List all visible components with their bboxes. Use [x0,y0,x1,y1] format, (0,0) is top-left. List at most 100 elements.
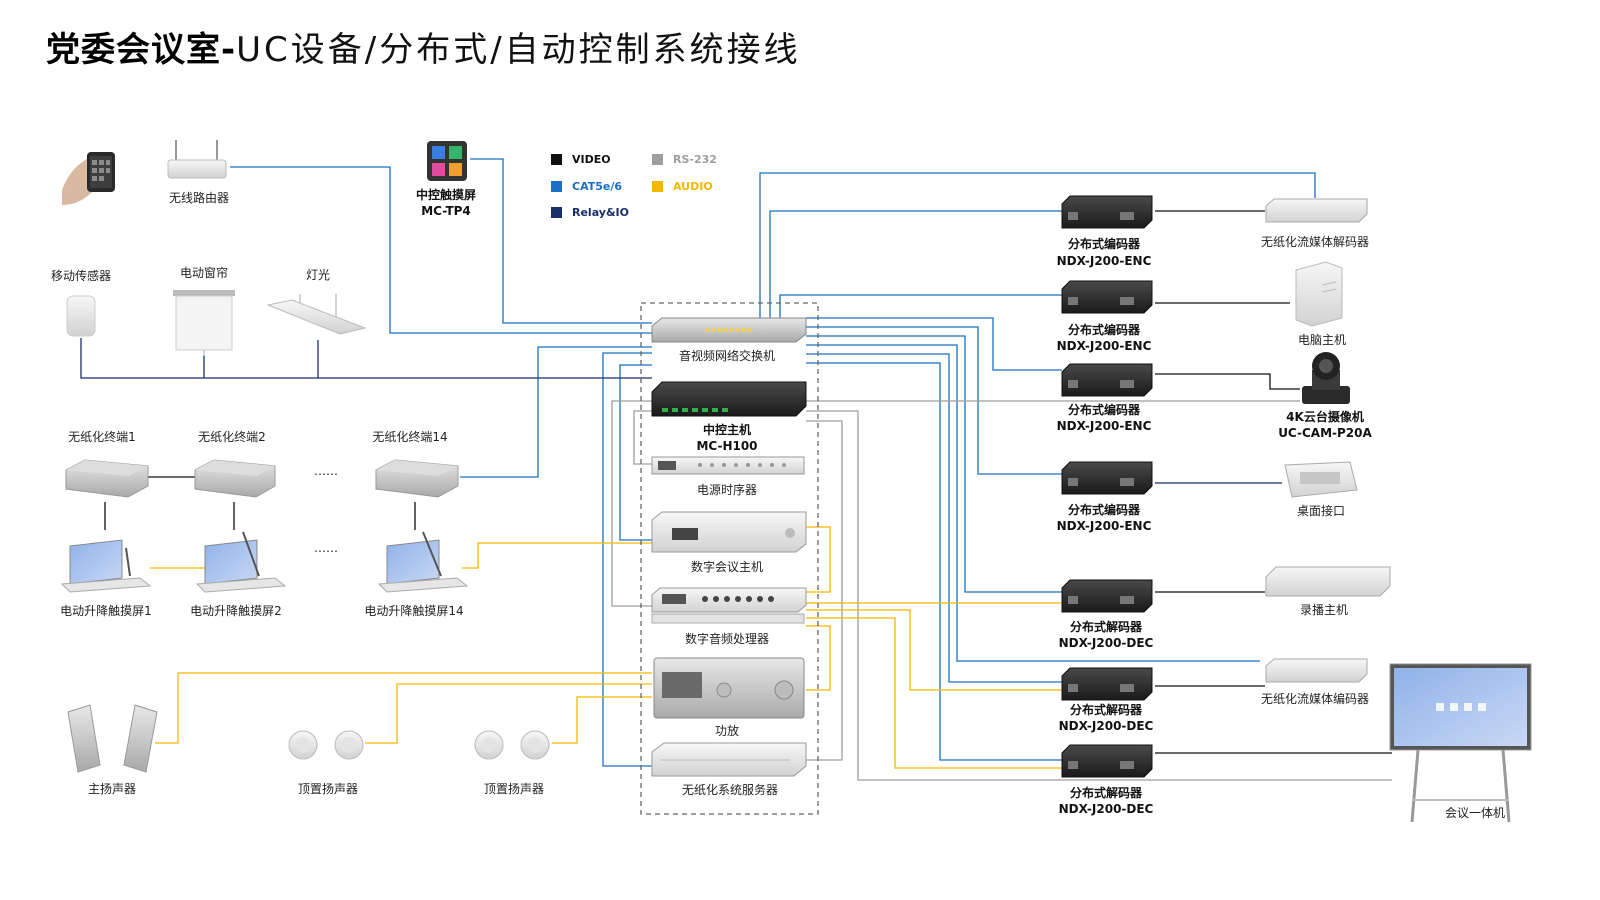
pc-label: 电脑主机 [1298,333,1346,347]
cable-ctrl-powerseq [633,410,652,465]
phone-icon [62,152,115,205]
cable-switch-dec2 [806,353,1062,683]
terminal2-label: 无纸化终端2 [198,429,266,444]
recorder-icon [1265,566,1391,597]
av-switch-label: 音视频网络交换机 [679,348,775,363]
cable-switch-dec3 [806,362,1062,761]
control-host-icon [651,381,807,417]
cable-dsp-dec3 [806,617,1062,769]
cable-switch-streamdec [759,172,1316,318]
cable-enc3-camera [1155,373,1300,390]
rack-frame [640,302,819,815]
encoder1-name: 分布式编码器 [1068,236,1141,251]
encoder3-icon [1061,363,1153,397]
desk-interface-icon [1284,461,1358,498]
conference-host-label: 数字会议主机 [691,559,763,574]
screen2-icon [195,531,287,593]
decoder3-name: 分布式解码器 [1070,785,1143,800]
cable-switch-enc3 [806,317,1062,371]
cable-terminals-switch [460,346,652,478]
cable-dsp-dec2 [806,609,1062,691]
cable-ctrl-server [806,420,843,761]
server-label: 无纸化系统服务器 [682,782,778,797]
cable-relay-sensors [80,338,652,379]
audio-cables [150,526,1062,769]
decoder2-icon [1061,667,1153,701]
screen14-icon [377,531,469,593]
encoder4-icon [1061,461,1153,495]
light-icon [266,294,367,335]
screen2-label: 电动升降触摸屏2 [190,604,282,618]
encoder2-name: 分布式编码器 [1068,322,1141,337]
amplifier-icon [653,657,805,719]
decoder2-model: NDX-J200-DEC [1059,719,1154,733]
audio-processor-icon [651,587,807,624]
screens-ellipsis: …… [314,541,338,555]
terminal1-label: 无纸化终端1 [68,429,136,444]
motion-sensor-icon [66,295,96,337]
encoder1-icon [1061,195,1153,229]
decoder1-model: NDX-J200-DEC [1059,636,1154,650]
curtain-label: 电动窗帘 [180,265,228,280]
stream-encoder-label: 无纸化流媒体编码器 [1261,691,1369,706]
title-subject: UC设备/分布式/自动控制系统接线 [236,30,801,70]
cable-server-switch [602,352,652,767]
touch-panel-icon [427,141,467,181]
pc-tower-icon [1295,261,1343,327]
terminal14-label: 无纸化终端14 [372,429,447,444]
encoder2-icon [1061,280,1153,314]
cable-screen14-conf [462,542,652,569]
decoder1-name: 分布式解码器 [1070,619,1143,634]
power-sequencer-icon [651,456,805,475]
camera-icon [1302,352,1350,404]
cable-switch-streamenc [806,344,1260,662]
conference-host-icon [651,511,807,553]
camera-model: UC-CAM-P20A [1278,426,1372,440]
audio-processor-label: 数字音频处理器 [685,631,769,646]
encoder3-model: NDX-J200-ENC [1057,419,1152,433]
cat5-cables [230,158,1316,767]
legend-swatch-cat5 [551,181,562,192]
camera-name: 4K云台摄像机 [1286,409,1364,424]
cable-ctrl-display [806,410,1392,781]
conference-display-label: 会议一体机 [1445,806,1505,820]
router-label: 无线路由器 [169,190,229,205]
power-sequencer-label: 电源时序器 [697,482,757,497]
router-icon [167,140,227,179]
decoder1-icon [1061,579,1153,613]
encoder4-model: NDX-J200-ENC [1057,519,1152,533]
recorder-label: 录播主机 [1300,603,1348,617]
touch-panel-model: MC-TP4 [421,204,471,218]
decoder3-icon [1061,744,1153,778]
motion-sensor-label: 移动传感器 [51,268,111,283]
cables [80,158,1392,781]
rs232-cables [611,400,1392,781]
ceiling-speaker1-label: 顶置扬声器 [298,781,358,796]
server-icon [651,742,807,777]
touch-panel-name: 中控触摸屏 [416,187,476,202]
light-label: 灯光 [306,268,330,282]
legend-label-rs232: RS-232 [673,153,717,166]
cable-amp-ceiling2 [552,696,652,744]
control-host-model: MC-H100 [696,439,757,453]
cable-switch-dec1 [806,335,1062,593]
legend-swatch-rs232 [652,154,663,165]
screen1-label: 电动升降触摸屏1 [60,604,152,618]
cable-touchpanel-switch [470,158,652,324]
cable-ctrl-dsp [611,400,652,607]
encoder4-name: 分布式编码器 [1068,502,1141,517]
legend-swatch-relay [551,207,562,218]
decoder2-name: 分布式解码器 [1070,702,1143,717]
control-host-name: 中控主机 [703,422,751,437]
main-speaker-label: 主扬声器 [88,781,136,796]
stream-decoder-label: 无纸化流媒体解码器 [1261,235,1369,249]
legend-label-cat5: CAT5e/6 [572,180,622,193]
encoder2-model: NDX-J200-ENC [1057,339,1152,353]
legend-swatch-audio [652,181,663,192]
curtain-icon [173,290,235,356]
legend-swatch-video [551,154,562,165]
av-switch-icon [651,317,807,343]
cable-switch-enc1 [769,210,1062,318]
main-speaker-icon [67,704,158,773]
